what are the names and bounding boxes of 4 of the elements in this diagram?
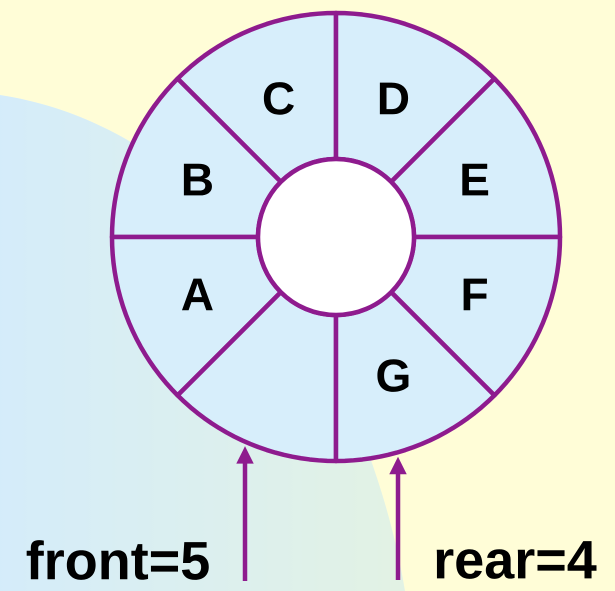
pointer-label: rear=4: [436, 541, 596, 579]
pointer-label: front=5: [26, 540, 209, 580]
inner-circle: [256, 156, 416, 318]
queue-slot: A: [110, 234, 284, 398]
